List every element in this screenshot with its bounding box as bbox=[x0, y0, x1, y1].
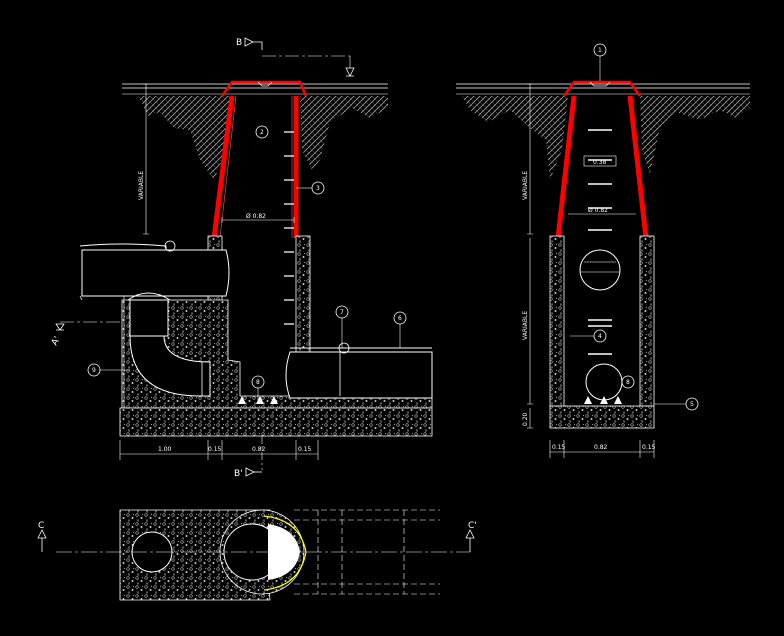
variable-label: VARIABLE bbox=[138, 171, 145, 200]
section-mark-plan-left: C bbox=[37, 521, 47, 552]
callout-4: 4 bbox=[570, 329, 607, 343]
right-section: 1 0.38 Ø 0.82 VARIAB bbox=[456, 43, 750, 458]
callout-7: 7 bbox=[335, 305, 349, 348]
callout-3: 3 bbox=[296, 181, 325, 195]
svg-text:1: 1 bbox=[598, 47, 602, 54]
svg-text:3: 3 bbox=[316, 185, 320, 192]
dim-3: 0.82 bbox=[252, 446, 266, 453]
section-mark-top-left: B bbox=[236, 37, 355, 77]
plan-view: C C' bbox=[37, 509, 477, 601]
callout-5: 5 bbox=[654, 397, 699, 411]
dim-1: 0.15 bbox=[552, 444, 566, 451]
callout-9: 9 bbox=[87, 363, 130, 377]
callout-1: 1 bbox=[593, 43, 607, 84]
section-mark-plan-right: C' bbox=[465, 521, 477, 552]
base-label: 0.20 bbox=[522, 412, 529, 426]
width-label: 0.38 bbox=[593, 159, 607, 166]
svg-text:2: 2 bbox=[260, 129, 264, 136]
section-mark-label: A' bbox=[50, 335, 63, 347]
dim-3: 0.15 bbox=[642, 444, 656, 451]
section-mark-label: B' bbox=[234, 469, 243, 479]
svg-text:8: 8 bbox=[626, 379, 630, 386]
dim-4: 0.15 bbox=[298, 446, 312, 453]
callout-2: 2 bbox=[255, 125, 269, 139]
left-section: B Ø 0.82 VARIABLE bbox=[50, 37, 433, 479]
dim-2: 0.15 bbox=[208, 446, 222, 453]
callout-8: 8 bbox=[251, 375, 265, 400]
svg-text:9: 9 bbox=[92, 367, 96, 374]
diameter-label: Ø 0.82 bbox=[588, 207, 608, 214]
svg-text:8: 8 bbox=[256, 379, 260, 386]
svg-text:6: 6 bbox=[398, 315, 402, 322]
section-mark-bottom-left: B' bbox=[234, 436, 263, 479]
callout-8r: 8 bbox=[621, 375, 635, 389]
variable-bottom-label: VARIABLE bbox=[522, 311, 529, 340]
callout-6: 6 bbox=[393, 311, 407, 348]
section-mark-left: A' bbox=[50, 321, 122, 348]
svg-text:5: 5 bbox=[690, 401, 694, 408]
left-dimensions bbox=[119, 440, 319, 460]
variable-top-label: VARIABLE bbox=[522, 171, 529, 200]
svg-text:4: 4 bbox=[598, 333, 602, 340]
svg-text:7: 7 bbox=[340, 309, 344, 316]
section-mark-label: B bbox=[236, 38, 242, 48]
dim-2: 0.82 bbox=[594, 444, 608, 451]
section-mark-label: C' bbox=[468, 521, 477, 531]
dim-1: 1.00 bbox=[158, 446, 172, 453]
diameter-label: Ø 0.82 bbox=[246, 213, 266, 220]
section-mark-label: C bbox=[38, 521, 44, 531]
